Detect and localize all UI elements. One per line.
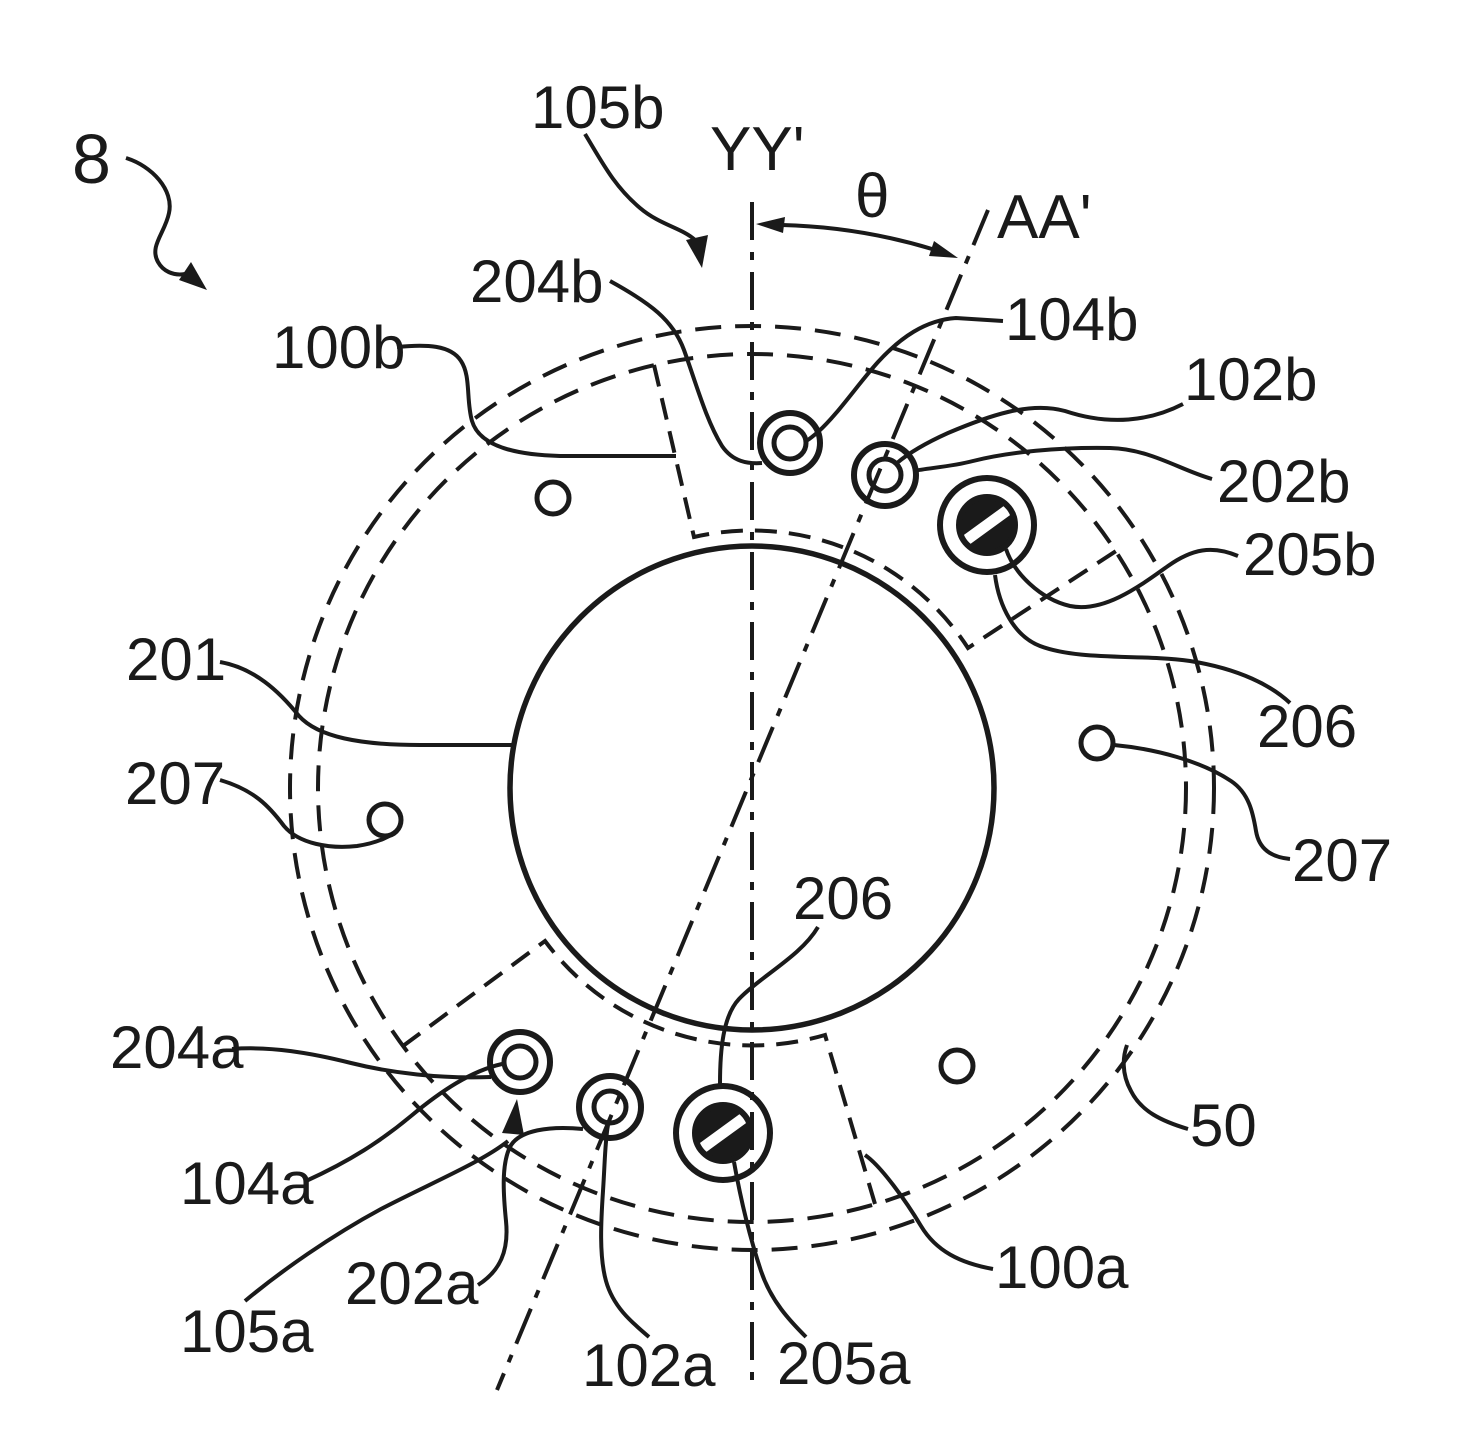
hole-207-top-left xyxy=(534,479,572,517)
ref-label-205a: 205a xyxy=(777,1330,911,1397)
ref-label-207-right: 207 xyxy=(1292,827,1392,894)
ref-label-105b: 105b xyxy=(531,74,664,141)
ref-label-204b: 204b xyxy=(470,248,603,315)
ref-label-206-right: 206 xyxy=(1257,693,1357,760)
theta-arrowhead-right xyxy=(929,241,958,258)
axis-label-aa: AA' xyxy=(997,183,1092,252)
ref-label-207-left: 207 xyxy=(125,750,225,817)
leader-50 xyxy=(1121,1044,1189,1131)
central-bore-circle-201 xyxy=(507,543,997,1033)
pin-104a-outer-circle xyxy=(487,1029,553,1095)
leader-205b xyxy=(1004,547,1239,610)
ref-label-100a: 100a xyxy=(995,1234,1129,1301)
ref-label-100b: 100b xyxy=(272,314,405,381)
ref-label-105a: 105a xyxy=(180,1298,314,1365)
ref-label-fig8: 8 xyxy=(72,120,111,198)
leader-102b xyxy=(895,402,1184,465)
pin-102b-outer-circle xyxy=(851,441,919,509)
wedge-bottom-100a xyxy=(401,938,877,1205)
hole-207-right xyxy=(1078,724,1116,762)
pin-102b-inner-circle xyxy=(866,456,904,494)
pin-202b-102b xyxy=(851,441,919,509)
ref-label-102b: 102b xyxy=(1184,346,1317,413)
screw-205a xyxy=(673,1083,773,1183)
counterbore-206-bottom-circle xyxy=(673,1083,773,1183)
leader-102a xyxy=(599,1124,651,1339)
ref-label-202a: 202a xyxy=(345,1250,479,1317)
pin-104b-outer-circle xyxy=(757,410,823,476)
leader-207-right xyxy=(1113,743,1291,861)
fig8-arrowhead xyxy=(179,262,207,290)
leader-206-right xyxy=(993,574,1292,705)
angle-label-theta: θ xyxy=(855,162,889,231)
ref-label-104b: 104b xyxy=(1005,286,1138,353)
pin-202a-102a xyxy=(576,1073,644,1141)
ref-label-50: 50 xyxy=(1190,1092,1257,1159)
screw-205b xyxy=(937,475,1037,575)
ref-label-102a: 102a xyxy=(582,1332,716,1399)
ref-label-202b: 202b xyxy=(1217,448,1350,515)
leader-fig8 xyxy=(125,156,186,277)
pin-204b-104b xyxy=(757,410,823,476)
ref-label-206-center: 206 xyxy=(793,865,893,932)
leader-204a xyxy=(231,1046,492,1080)
pin-104a-inner-circle xyxy=(501,1043,539,1081)
leader-207-left xyxy=(219,778,401,849)
screw-205a-slot xyxy=(697,1112,749,1154)
axis-label-yy: YY' xyxy=(710,115,805,184)
theta-arrowhead-left xyxy=(756,217,785,233)
screw-205b-head-ring xyxy=(956,494,1018,556)
leader-104b xyxy=(805,315,1004,443)
leader-105a xyxy=(243,1139,510,1303)
arrowhead-105a xyxy=(502,1099,524,1135)
pin-204a-104a xyxy=(487,1029,553,1095)
leader-104a xyxy=(305,1062,503,1183)
hole-207-bottom-right xyxy=(938,1047,976,1085)
axis-aa-line xyxy=(495,209,990,1391)
leader-100b xyxy=(396,343,676,458)
leader-205a xyxy=(732,1161,808,1339)
pin-102a-inner-circle xyxy=(591,1088,629,1126)
leader-105b xyxy=(583,132,697,242)
leader-202a xyxy=(476,1126,584,1287)
counterbore-206-top-circle xyxy=(937,475,1037,575)
leader-100a xyxy=(863,1153,994,1271)
arrowhead-105b xyxy=(686,235,708,268)
pin-102a-outer-circle xyxy=(576,1073,644,1141)
leader-202b xyxy=(913,445,1213,481)
screw-205a-head-ring xyxy=(692,1102,754,1164)
ref-label-201: 201 xyxy=(126,626,226,693)
pin-104b-inner-circle xyxy=(771,424,809,462)
theta-angle-arc xyxy=(781,223,933,251)
ref-label-104a: 104a xyxy=(180,1150,314,1217)
ref-label-204a: 204a xyxy=(110,1014,244,1081)
wedge-top-100b xyxy=(652,364,1118,651)
leader-201 xyxy=(219,660,512,747)
ref-label-205b: 205b xyxy=(1243,521,1376,588)
leader-206-center xyxy=(718,925,820,1085)
screw-205b-slot xyxy=(961,504,1013,546)
leader-204b xyxy=(609,279,763,466)
